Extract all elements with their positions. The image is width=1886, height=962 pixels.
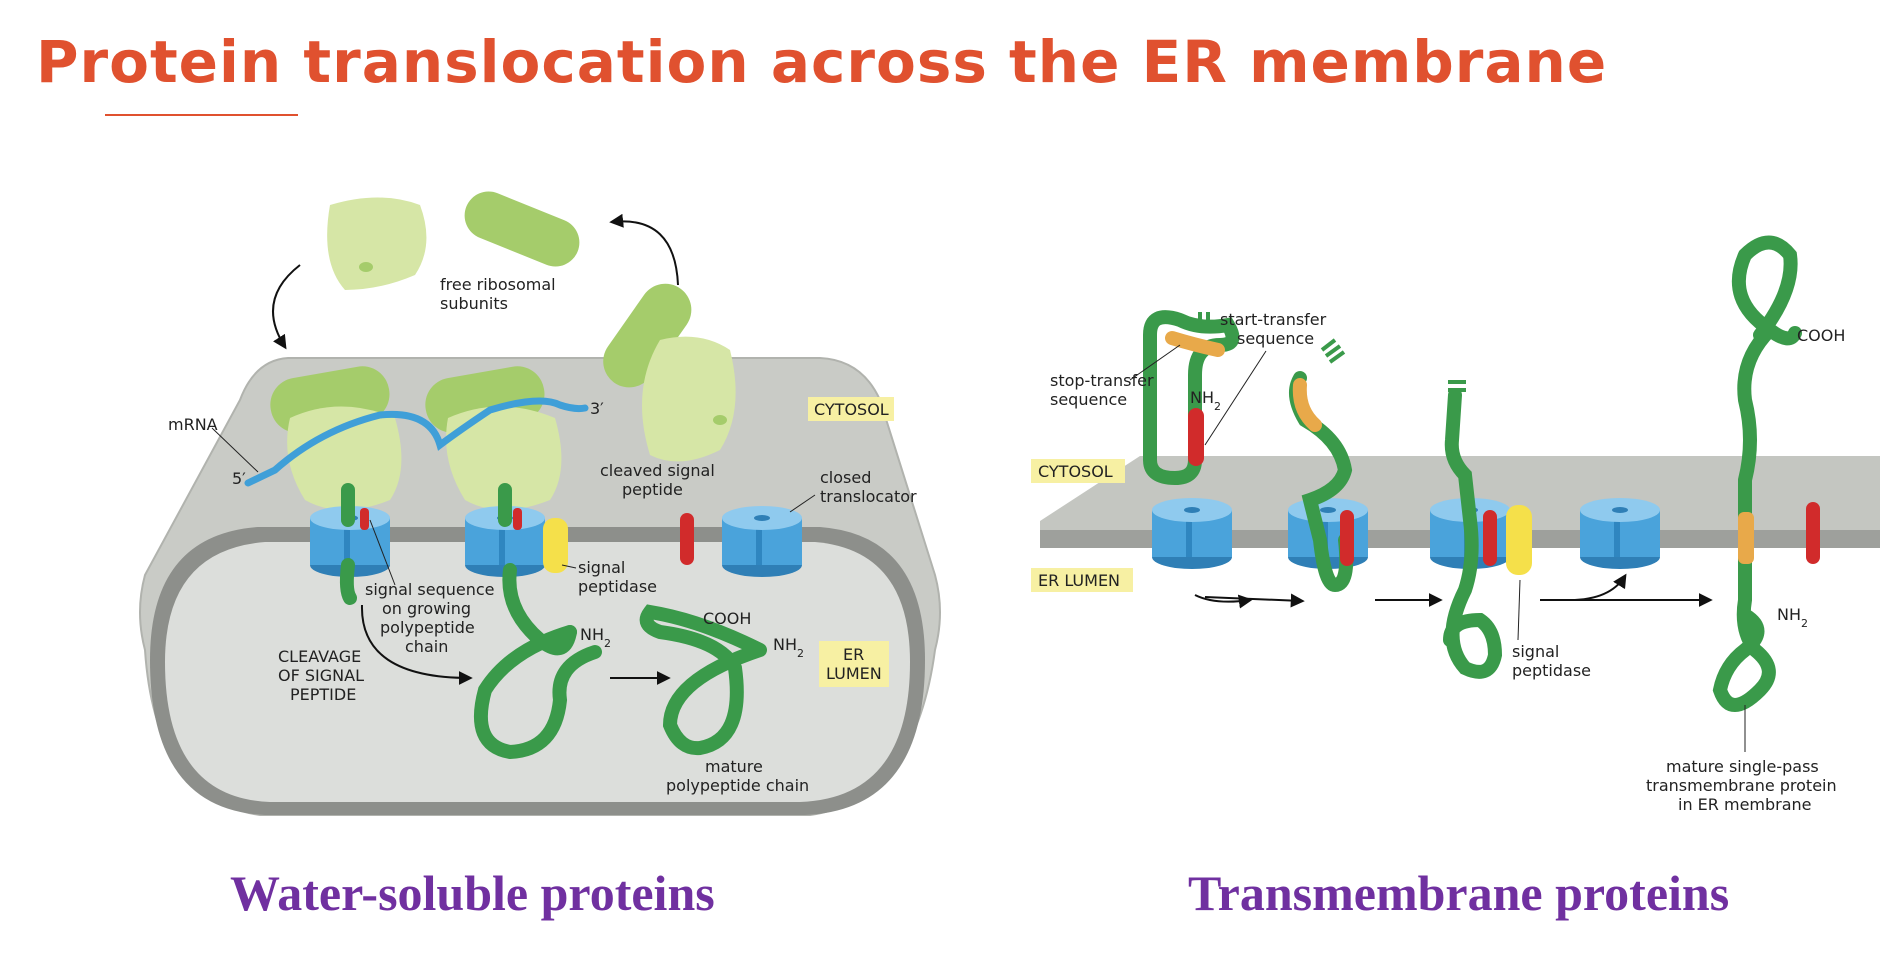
water-soluble-panel: free ribosomal subunits mRNA 5′ 3′ CYTOS… (139, 191, 941, 921)
label-sigpep-right-2: peptidase (1512, 661, 1591, 680)
label-cleavage-1: CLEAVAGE (278, 647, 361, 666)
slide-title: Protein translocation across the ER memb… (36, 28, 1608, 96)
cytosol-tag-right: CYTOSOL (1038, 462, 1113, 481)
label-stop-transfer-2: sequence (1050, 390, 1127, 409)
stage1-start-transfer (1188, 408, 1204, 466)
label-sigpep-left-2: peptidase (578, 577, 657, 596)
stage1-stop-transfer (1165, 331, 1225, 357)
final-membrane-domain (1738, 512, 1754, 564)
chain-1-lumen (339, 558, 357, 605)
label-start-transfer-1: start-transfer (1220, 310, 1327, 329)
label-final-2: transmembrane protein (1646, 776, 1837, 795)
cleavage-arrow (360, 604, 473, 685)
er-lumen-tag-left-2: LUMEN (826, 664, 882, 683)
ribosome-3-pit (713, 415, 727, 425)
stage3-signal (1483, 510, 1497, 566)
free-small-subunit (464, 191, 580, 267)
label-sigpep-right-1: signal (1512, 642, 1559, 661)
signal-sequence-1 (360, 508, 369, 530)
label-sigseq-2: on growing (382, 599, 471, 618)
ribosome-2-large (446, 406, 562, 510)
label-mature-1: mature (705, 757, 763, 776)
label-final-cooh: COOH (1797, 326, 1845, 345)
stage4-translocator (1580, 498, 1660, 569)
label-sigseq-1: signal sequence (365, 580, 495, 599)
transmembrane-panel: CYTOSOL ER LUMEN NH2 start-transfer sequ… (1031, 235, 1880, 921)
label-mrna: mRNA (168, 415, 218, 434)
recycle-arrow-right (609, 213, 679, 286)
label-sigseq-3: polypeptide (380, 618, 475, 637)
label-3-prime: 3′ (590, 399, 604, 418)
ribosome-3-small (603, 283, 692, 388)
mature-polypeptide (639, 604, 767, 756)
label-cooh: COOH (703, 609, 751, 628)
stage-arrow-1 (1194, 594, 1253, 609)
final-cleaved-signal (1806, 502, 1820, 564)
title-underline (105, 114, 298, 116)
free-large-subunit (327, 197, 427, 290)
cytosol-tag-bg-right (1031, 459, 1125, 483)
caption-water-soluble: Water-soluble proteins (230, 865, 715, 921)
mrna-strand (244, 397, 589, 487)
label-stage1-nh2: NH2 (1190, 388, 1221, 413)
label-final-1: mature single-pass (1666, 757, 1819, 776)
er-lumen-tag-right: ER LUMEN (1038, 571, 1120, 590)
er-lumen-tag-left-1: ER (843, 645, 864, 664)
label-start-transfer-2: sequence (1237, 329, 1314, 348)
signal-sequence-2 (513, 508, 522, 530)
label-cleavage-3: PEPTIDE (290, 685, 356, 704)
label-nh2-a: NH2 (580, 625, 611, 650)
caption-transmembrane: Transmembrane proteins (1188, 865, 1729, 921)
er-lumen-tag-bg-right (1031, 568, 1133, 592)
label-5-prime: 5′ (232, 469, 246, 488)
signal-peptidase-left (543, 518, 568, 573)
er-lumen (165, 542, 910, 802)
label-free-subunits-1: free ribosomal (440, 275, 556, 294)
label-final-3: in ER membrane (1678, 795, 1812, 814)
stage3-chain (1443, 388, 1503, 679)
label-nh2-b: NH2 (773, 635, 804, 660)
stage2-start-transfer (1340, 510, 1354, 566)
ribosome-1-large (287, 406, 402, 510)
stage2-stop-transfer (1292, 378, 1322, 432)
chain-2-coil (473, 625, 602, 760)
label-cleaved-2: peptide (622, 480, 683, 499)
label-stop-transfer-1: stop-transfer (1050, 371, 1154, 390)
label-closed-2: translocator (820, 487, 917, 506)
label-final-nh2: NH2 (1777, 605, 1808, 630)
free-subunit-pit (359, 262, 373, 272)
cytosol-tag-left: CYTOSOL (814, 400, 889, 419)
label-mature-2: polypeptide chain (666, 776, 809, 795)
recycle-arrow-left (272, 264, 301, 350)
cytosol-tag-bg-left (808, 397, 894, 421)
stage-arrow-3 (1569, 573, 1627, 601)
er-lumen-tag-bg-left (819, 641, 889, 687)
signal-peptidase-right (1506, 505, 1532, 575)
label-sigpep-left-1: signal (578, 558, 625, 577)
cleaved-signal-peptide (680, 513, 694, 565)
label-cleavage-2: OF SIGNAL (278, 666, 364, 685)
label-free-subunits-2: subunits (440, 294, 508, 313)
label-cleaved-1: cleaved signal (600, 461, 715, 480)
closed-translocator (722, 506, 802, 577)
label-sigseq-4: chain (405, 637, 448, 656)
label-closed-1: closed (820, 468, 871, 487)
final-protein-chain (1712, 235, 1802, 712)
stage1-translocator (1152, 498, 1232, 569)
ribosome-3-large (642, 336, 736, 462)
